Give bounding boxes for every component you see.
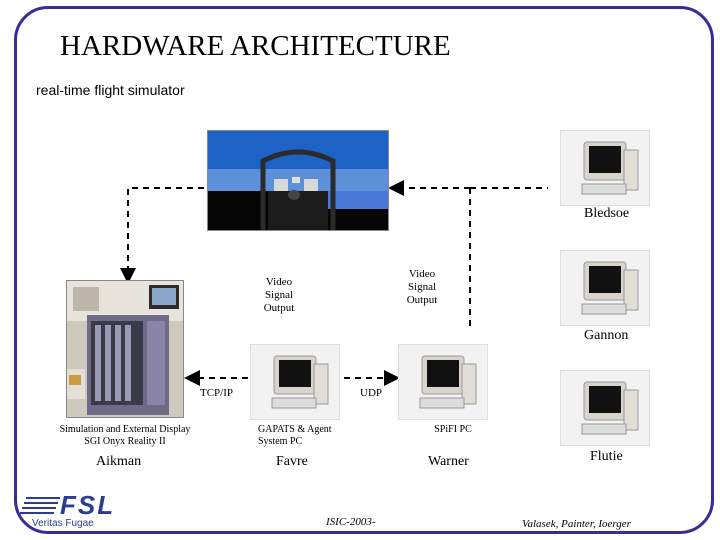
video-right-line3: Output — [406, 294, 438, 306]
video-signal-label-right: Video Signal Output — [398, 268, 446, 307]
video-right-line2: Signal — [407, 281, 437, 293]
computer-warner — [397, 343, 489, 421]
fsl-logo-icon — [20, 497, 60, 514]
footer-center: ISIC-2003- — [326, 516, 376, 528]
udp-label: UDP — [360, 387, 383, 399]
video-right-line1: Video — [408, 268, 436, 280]
cockpit-photo — [207, 130, 389, 231]
gapats-caption-line2: System PC — [258, 436, 303, 447]
computer-gannon — [559, 249, 651, 327]
link-simulator-left — [120, 187, 204, 284]
gapats-caption-line1: GAPATS & Agent — [258, 424, 332, 435]
desktop-computer-icon — [559, 249, 651, 327]
desktop-computer-icon — [559, 129, 651, 207]
label-aikman: Aikman — [96, 454, 142, 469]
label-bledsoe: Bledsoe — [584, 206, 630, 221]
fsl-logo: FSL Veritas Fugae — [20, 490, 150, 532]
page-title: HARDWARE ARCHITECTURE — [60, 30, 451, 62]
sgi-caption: Simulation and External Display SGI Onyx… — [40, 424, 210, 448]
computer-flutie — [559, 369, 651, 447]
cockpit-image-icon — [208, 131, 388, 230]
video-left-line3: Output — [263, 302, 295, 314]
logo-motto: Veritas Fugae — [32, 518, 94, 529]
desktop-computer-icon — [397, 343, 489, 421]
footer-authors: Valasek, Painter, Ioerger — [522, 518, 631, 530]
spifi-caption: SPiFI PC — [434, 424, 472, 435]
video-left-line2: Signal — [264, 289, 294, 301]
tcpip-label: TCP/IP — [200, 387, 234, 399]
label-gannon: Gannon — [584, 328, 629, 343]
label-favre: Favre — [276, 454, 308, 469]
desktop-computer-icon — [559, 369, 651, 447]
desktop-computer-icon — [249, 343, 341, 421]
gapats-caption: GAPATS & Agent System PC — [258, 424, 358, 448]
video-left-line1: Video — [265, 276, 293, 288]
label-flutie: Flutie — [590, 449, 623, 464]
sgi-caption-line1: Simulation and External Display — [59, 424, 191, 435]
page-subtitle: real-time flight simulator — [36, 82, 185, 98]
video-signal-label-left: Video Signal Output — [255, 276, 303, 315]
server-image-icon — [67, 281, 183, 417]
computer-bledsoe — [559, 129, 651, 207]
logo-wordmark: FSL — [60, 490, 116, 520]
label-warner: Warner — [428, 454, 469, 469]
sgi-caption-line2: SGI Onyx Reality II — [84, 436, 166, 447]
computer-favre — [249, 343, 341, 421]
sgi-onyx-photo — [66, 280, 184, 418]
slide-frame — [14, 6, 714, 534]
